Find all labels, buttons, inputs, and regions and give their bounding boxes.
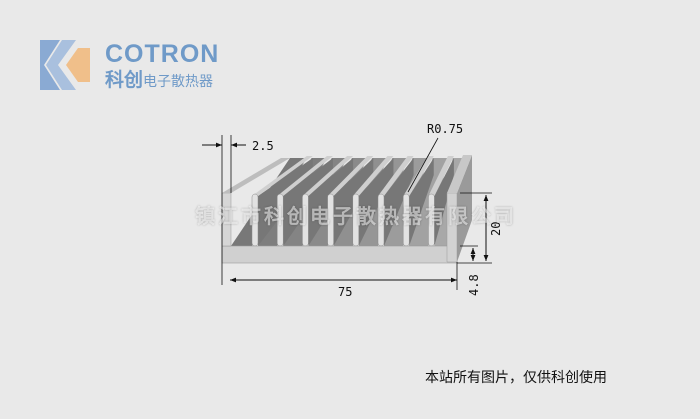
dim-height: 20 bbox=[489, 222, 503, 236]
footer-notice: 本站所有图片，仅供科创使用 bbox=[425, 370, 607, 386]
dim-width: 75 bbox=[338, 285, 352, 299]
base-plate bbox=[221, 245, 458, 264]
dim-wall-thickness: 2.5 bbox=[252, 139, 274, 153]
brand-name: COTRON bbox=[105, 40, 220, 68]
watermark: 镇江市科创电子散热器有限公司 bbox=[195, 204, 517, 228]
dim-radius: R0.75 bbox=[427, 122, 463, 136]
cotron-logo-icon bbox=[40, 40, 90, 90]
dim-base-thickness: 4.8 bbox=[467, 274, 481, 296]
brand-subtitle: 科创电子散热器 bbox=[105, 69, 214, 91]
